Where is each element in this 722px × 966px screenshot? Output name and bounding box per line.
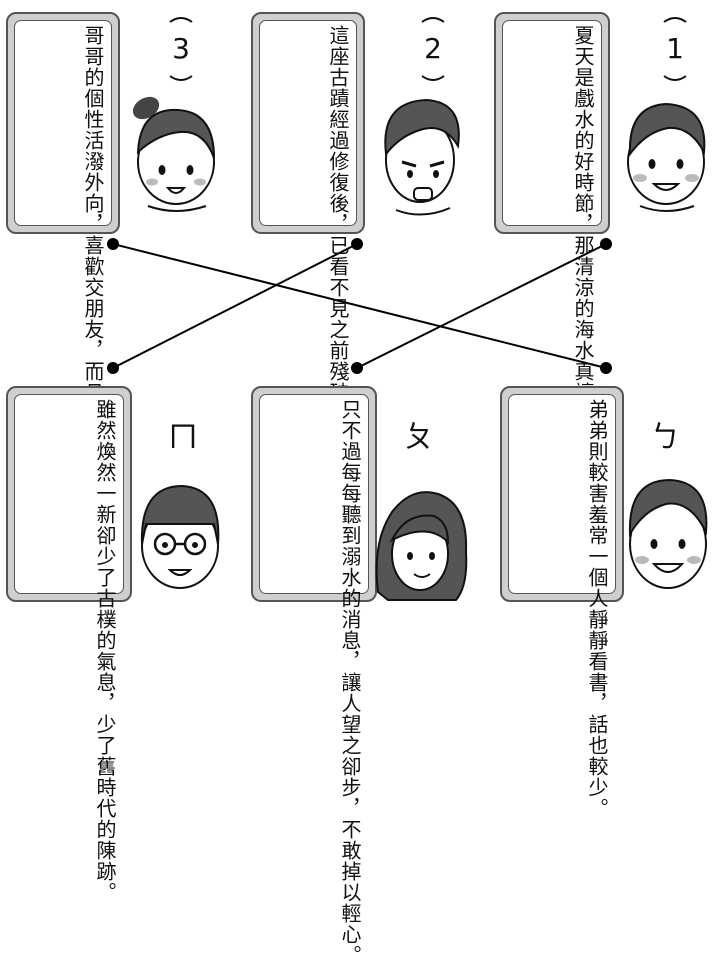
match-line-3-b xyxy=(112,243,607,369)
dot-top-2 xyxy=(351,238,363,250)
dot-bottom-m xyxy=(107,362,119,374)
card-text: 哥哥的個性活潑外向，喜歡交朋友，而且擅長多種運動。 xyxy=(81,25,105,550)
girl-face-icon xyxy=(132,96,215,212)
woman-curly-hair-face-icon xyxy=(375,491,468,601)
card-text: 這座古蹟經過修復後，已看不見之前殘破景象。 xyxy=(326,25,350,466)
boy-worried-face-icon xyxy=(384,98,460,216)
number-badge-3: 3 xyxy=(166,14,196,84)
boy-glasses-face-icon xyxy=(140,484,220,589)
bopomofo-label-m: ㄇ xyxy=(168,420,198,455)
card-text: 只不過每每聽到溺水的消息，讓人望之卻步，不敢掉以輕心。 xyxy=(338,399,362,966)
card-top-1: 夏天是戲水的好時節，那清涼的海水真讓人渾身通暢。 xyxy=(494,12,610,529)
card-bottom-p: 只不過每每聽到溺水的消息，讓人望之卻步，不敢掉以輕心。 xyxy=(251,386,377,966)
number-badge-2: 2 xyxy=(418,14,448,84)
card-text: 雖然煥然一新卻少了古樸的氣息，少了舊時代的陳跡。 xyxy=(93,399,117,903)
dot-bottom-b xyxy=(600,362,612,374)
card-top-2: 這座古蹟經過修復後，已看不見之前殘破景象。 xyxy=(251,12,365,466)
number-badge-1: 1 xyxy=(660,14,690,84)
match-line-1-p xyxy=(356,243,607,369)
dot-top-3 xyxy=(107,238,119,250)
match-line-2-m xyxy=(112,243,358,369)
boy-cheerful-face-icon xyxy=(628,478,708,589)
boy-smiling-face-icon xyxy=(627,102,706,212)
number-label: 3 xyxy=(172,32,190,65)
card-text: 弟弟則較害羞常一個人靜靜看書，話也較少。 xyxy=(585,399,609,819)
bopomofo-label-b: ㄅ xyxy=(650,420,680,455)
dot-bottom-p xyxy=(351,362,363,374)
number-label: 2 xyxy=(424,32,442,65)
card-text: 夏天是戲水的好時節，那清涼的海水真讓人渾身通暢。 xyxy=(571,25,595,529)
dot-top-1 xyxy=(600,238,612,250)
card-bottom-m: 雖然煥然一新卻少了古樸的氣息，少了舊時代的陳跡。 xyxy=(6,386,132,903)
bopomofo-label-p: ㄆ xyxy=(404,420,434,455)
card-top-3: 哥哥的個性活潑外向，喜歡交朋友，而且擅長多種運動。 xyxy=(6,12,120,550)
matching-lines xyxy=(107,238,612,374)
card-bottom-b: 弟弟則較害羞常一個人靜靜看書，話也較少。 xyxy=(500,386,624,819)
number-label: 1 xyxy=(666,32,684,65)
